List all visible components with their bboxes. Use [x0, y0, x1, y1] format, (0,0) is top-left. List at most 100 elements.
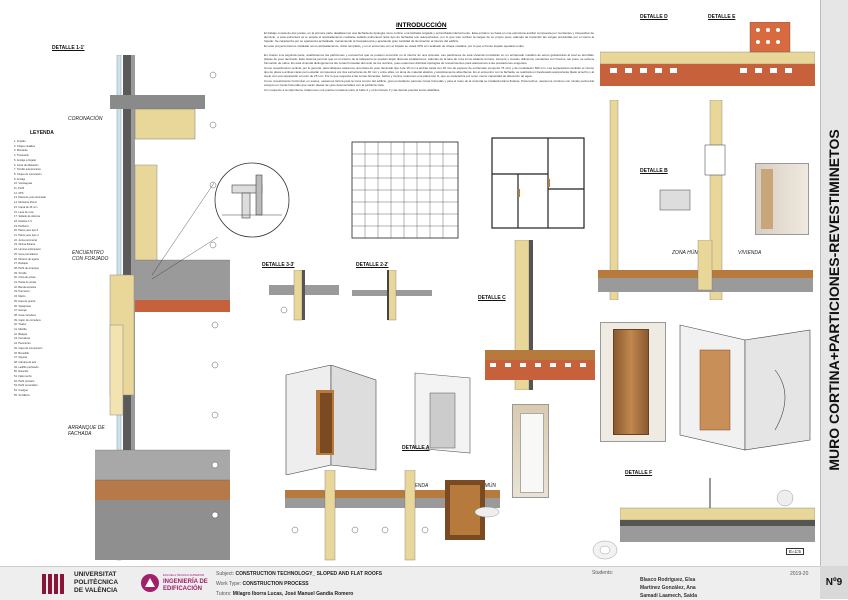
legend-item: 4. Travesaño — [14, 154, 29, 158]
legend-item: 14. Montante 46mm — [14, 201, 38, 205]
legend-item: 11. Perfil — [14, 187, 25, 190]
intro-p5: Como revestimiento horizontal, en suelos… — [264, 79, 594, 87]
detalle-c-label: DETALLE C — [478, 295, 506, 301]
arranque-fachada-label: ARRANQUE DE FACHADA — [68, 425, 105, 437]
legend-item: 12. XPS — [14, 191, 24, 195]
year: 2019-20 — [790, 571, 809, 577]
legend-item: 55. Tornillería — [14, 393, 30, 397]
encuentro-forjado-label: ENCUENTRO CON FORJADO — [72, 250, 109, 262]
intro-text: El trabajo consta de dos partes, en la p… — [264, 31, 594, 92]
intro-p6: Con respecto a la carpintería, trataremo… — [264, 88, 441, 92]
legend-item: 19. Perfilería — [14, 224, 29, 228]
legend-item: 1. Forjado — [14, 140, 26, 143]
legend-item: 27. Rodapié — [14, 262, 28, 266]
legend-item: 35. Hoja de puerta — [14, 299, 36, 303]
legend-item: 38. Guía corredera — [14, 313, 36, 317]
legend-item: 49. Ladrillo perforado — [14, 365, 39, 369]
legend-item: 17. Sellado de silicona — [14, 215, 40, 219]
legend-item: 36. Tapajuntas — [14, 304, 31, 308]
legend-item: 22. Junta perimetral — [14, 238, 37, 242]
detalle-e-label: DETALLE E — [708, 14, 736, 20]
legend-item: 8. Chapa de coronación — [14, 172, 42, 176]
wall-3d-panel — [414, 372, 471, 454]
subject-line: Subject: CONSTRUCTION TECHNOLOGY_ SLOPED… — [216, 571, 383, 577]
scale-label: E=1:5 — [786, 548, 804, 555]
intro-p2: En este proyecto hemos instalado como ac… — [264, 44, 525, 48]
doorway-photo — [755, 163, 809, 235]
legend-item: 29. Tornillo — [14, 271, 27, 275]
curtain-wall-section — [95, 55, 230, 561]
legend-item: 50. Enlucido — [14, 370, 29, 374]
detalle-b-drawing — [609, 100, 726, 300]
legend-item: 21. Placa yeso tipo H — [14, 234, 39, 237]
detalle-a-label: DETALLE A — [402, 445, 430, 451]
legend-item: 2. Chapa metálica — [14, 144, 35, 148]
intro-p1: El trabajo consta de dos partes, en la p… — [264, 31, 594, 43]
detalle-3-drawing — [269, 270, 339, 321]
detalle-1-label: DETALLE 1-1' — [52, 45, 85, 51]
legend-item: 26. Mortero de agarre — [14, 257, 40, 261]
legend-item: 23. Tarima flotante — [14, 243, 36, 247]
legend-item: 33. Premarco — [14, 290, 30, 294]
school-logo-icon — [141, 574, 159, 592]
legend-item: 37. Herraje — [14, 309, 27, 313]
legend-item: 31. Pasta de juntas — [14, 281, 37, 284]
legend-item: 40. Tirador — [14, 323, 27, 327]
legend-item: 32. Banda acústica — [14, 285, 37, 289]
legend-item: 3. Montante — [14, 149, 28, 153]
detalle-b-label: DETALLE B — [640, 168, 668, 174]
intro-heading: INTRODUCCIÓN — [396, 22, 447, 29]
sliding-door-3d — [679, 324, 811, 451]
legend-item: 10. Vierteaguas — [14, 182, 33, 186]
upv-logo-icon — [42, 574, 64, 594]
legend-item: 20. Placa yeso tipo A — [14, 229, 39, 233]
tutors-line: Tutors: Milagro Iborra Lucas, José Manue… — [216, 591, 354, 597]
legend-item: 43. Cerradura — [14, 337, 31, 341]
sliding-door-photo — [600, 322, 666, 442]
legend-item: 13. Placa de yeso laminado — [14, 196, 46, 200]
zoom-leader-lines — [151, 182, 219, 280]
coronacion-label: CORONACIÓN — [68, 116, 103, 122]
sheet-title: MURO CORTINA+PARTICIONES-REVESTIMINETOS — [826, 129, 842, 471]
door-3d-detail — [285, 365, 377, 475]
legend-item: 5. Anclaje a forjado — [14, 158, 37, 162]
legend-item: 48. Cámara de aire — [14, 360, 37, 364]
detalle-a-drawing — [285, 470, 500, 561]
student-3: Samadi Laamech, Saida — [640, 593, 697, 599]
legend-item: 42. Bisagra — [14, 332, 28, 336]
legend-item: 39. Cajón de corredera — [14, 318, 41, 322]
legend-item: 9. Anclaje — [14, 177, 26, 181]
legend-item: 15. Canal de 46 mm — [14, 205, 38, 209]
legend-item: 45. Capa de compresión — [14, 346, 43, 350]
intro-p4: Como revestimiento vertical, por lo gene… — [264, 66, 594, 78]
legend-item: 28. Perfil de arranque — [14, 266, 39, 270]
school-name: ESCUELA TÉCNICA SUPERIOR INGENIERÍA DE E… — [163, 573, 208, 592]
footer: UNIVERSITAT POLITÈCNICA DE VALÈNCIA ESCU… — [0, 566, 820, 600]
worktype-line: Work Type: CONSTRUCTION PROCESS — [216, 581, 309, 587]
legend-item: 30. Cinta de juntas — [14, 276, 36, 280]
legend-item: 47. Vigueta — [14, 356, 28, 360]
detalle-d-e-drawing — [600, 22, 815, 86]
legend-item: 52. Perfil primario — [14, 379, 35, 383]
legend-item: 7. Tornillo autoroscante — [14, 168, 41, 172]
legend-item: 54. Cuelgue — [14, 389, 28, 393]
detalle-f-drawing — [620, 478, 815, 542]
legend-item: 34. Marco — [14, 295, 26, 299]
ceiling-grid-plan — [351, 141, 459, 239]
wet-zone-section — [598, 240, 813, 292]
legend-item: 25. Gres porcelánico — [14, 252, 38, 256]
door-photo — [512, 404, 549, 498]
detalle-f-label: DETALLE F — [625, 470, 653, 476]
detalle-2-label: DETALLE 2-2' — [356, 262, 389, 268]
vivienda-label-2: VIVIENDA — [738, 250, 762, 256]
legend-item: 46. Bovedilla — [14, 351, 29, 355]
students-label: Students: — [592, 570, 614, 576]
legend-item: 24. Lámina antiimpacto — [14, 248, 41, 252]
student-1: Blasco Rodríguez, Elsa — [640, 577, 696, 583]
legend-item: 16. Lana de roca — [14, 210, 34, 214]
legend-item: 51. Falso techo — [14, 375, 32, 378]
intro-p3: En cuanto a la segunda parte, analizarem… — [264, 53, 594, 65]
legend-item: 53. Perfil secundario — [14, 384, 38, 388]
vivienda-label-1: VIVIENDA — [405, 483, 429, 489]
legend-item: 41. Manilla — [14, 328, 27, 331]
